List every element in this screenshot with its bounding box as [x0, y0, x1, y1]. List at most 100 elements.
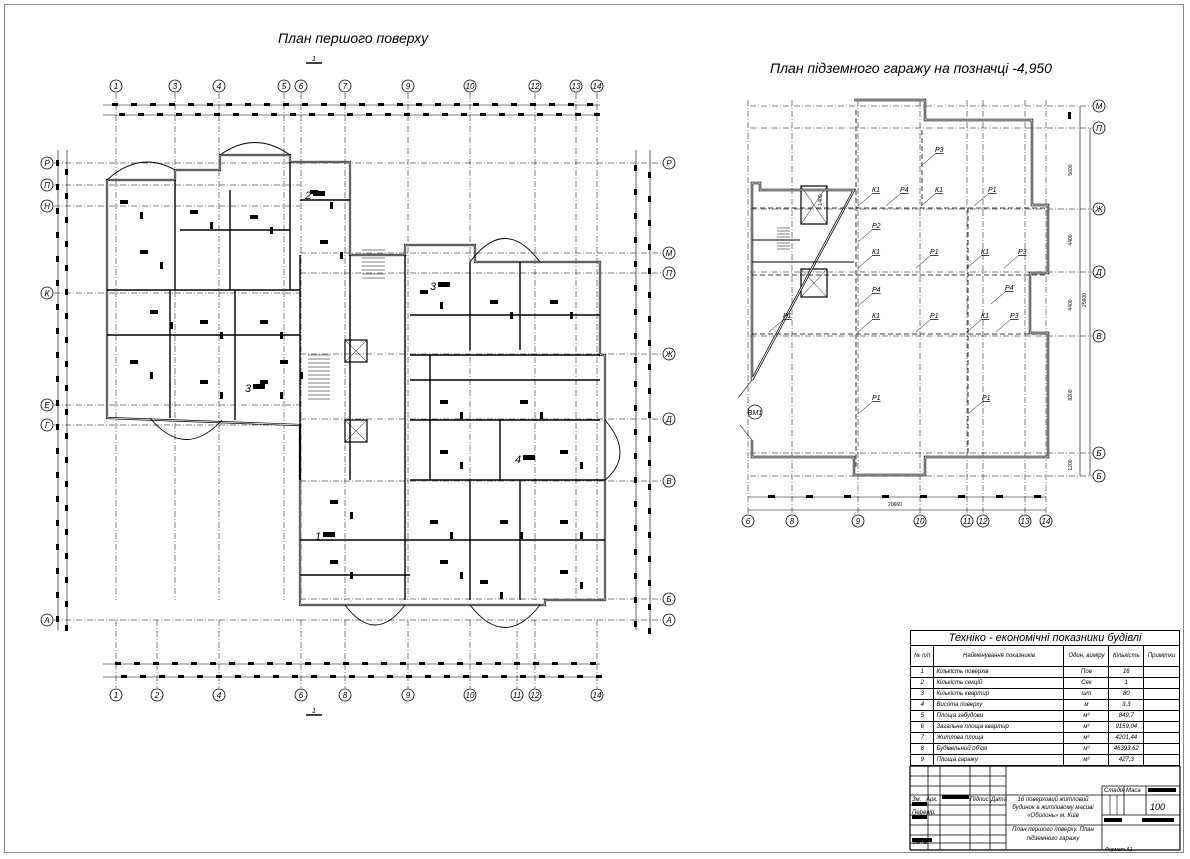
dimension-mark [634, 477, 637, 483]
label-leader [915, 255, 931, 269]
room-number: 2 [304, 190, 311, 202]
dimension-mark [560, 520, 568, 524]
dimension-mark [560, 570, 568, 574]
garage-right-axis-bubble [1092, 121, 1106, 135]
garage-bottom-axis-label: 6 [746, 517, 751, 526]
dimension-mark [260, 380, 268, 384]
garage-title: План підземного гаражу на позначці -4,95… [770, 60, 1052, 76]
dimension-mark [65, 385, 68, 391]
dimension-mark [435, 103, 441, 106]
dimension-mark [648, 220, 651, 226]
label-leader [995, 319, 1011, 333]
dimension-mark [56, 184, 59, 190]
dimension-mark [229, 662, 235, 665]
dimension-mark [200, 380, 208, 384]
dimension-mark [482, 675, 488, 678]
dimension-mark [343, 662, 349, 665]
dimension-mark [153, 662, 159, 665]
dimension-mark [476, 662, 482, 665]
dimension-mark [120, 200, 128, 204]
structural-label: Р3 [935, 147, 944, 154]
dimension-mark [56, 160, 59, 166]
left-axis-label: К [45, 289, 51, 298]
garage-right-axis-label: В [1096, 332, 1102, 341]
garage-bottom-axis-label: 10 [916, 517, 925, 526]
dimension-mark [248, 662, 254, 665]
dimension-mark [330, 202, 333, 209]
left-axis-bubble [40, 398, 54, 412]
garage-bottom-axis-bubble [851, 514, 865, 528]
bottom-axis-bubble [590, 688, 604, 702]
dimension-mark [273, 675, 279, 678]
bottom-axis-bubble [109, 688, 123, 702]
redacted-signature [912, 838, 932, 842]
dimension-mark [511, 103, 517, 106]
garage-bottom-axis-bubble [1018, 514, 1032, 528]
dimension-mark [320, 240, 328, 244]
dimension-mark [1068, 112, 1071, 119]
dimension-mark [366, 113, 372, 116]
dimension-mark [56, 472, 59, 478]
dimension-mark [533, 662, 539, 665]
garage-right-axis-label: Д [1095, 268, 1102, 277]
dimension-mark [552, 662, 558, 665]
dimension-mark [648, 412, 651, 418]
dimension-mark [56, 208, 59, 214]
dimension-mark [648, 628, 651, 634]
dimension-mark [131, 103, 137, 106]
dimension-mark [806, 495, 813, 498]
dimension-mark [425, 675, 431, 678]
dimension-mark [648, 244, 651, 250]
dimension-mark [577, 675, 583, 678]
dimension-mark [495, 662, 501, 665]
top-axis-bubble [277, 79, 291, 93]
dimension-mark [176, 113, 182, 116]
balcony [344, 604, 406, 626]
garage-right-axis-label: Б [1096, 472, 1101, 481]
dimension-mark [56, 616, 59, 622]
dimension-mark [340, 103, 346, 106]
room-area-tag [323, 532, 335, 537]
dimension-mark [138, 113, 144, 116]
exterior-wall-inner [106, 154, 606, 606]
dimension-mark [56, 328, 59, 334]
dimension-mark [440, 302, 443, 309]
dimension-mark [178, 675, 184, 678]
label-leader [857, 255, 873, 269]
dimension-mark [580, 462, 583, 469]
right-axis-bubble [662, 613, 676, 627]
bottom-axis-label: 6 [299, 691, 304, 700]
right-axis-label: Р [666, 159, 672, 168]
garage-bottom-axis-label: 12 [979, 517, 988, 526]
redacted-signature [942, 795, 969, 799]
dimension-mark [648, 196, 651, 202]
dimension-mark [150, 372, 153, 379]
dimension-mark [580, 582, 583, 589]
dimension-mark [480, 580, 488, 584]
dimension-mark [634, 261, 637, 267]
dimension-mark [570, 312, 573, 319]
right-axis-bubble [662, 347, 676, 361]
structural-label: Р4 [900, 187, 909, 194]
dimension-mark [347, 113, 353, 116]
dimension-mark [648, 484, 651, 490]
dimension-mark [65, 265, 68, 271]
dimension-mark [400, 662, 406, 665]
dimension-mark [56, 400, 59, 406]
first-floor-title: План першого поверху [278, 30, 429, 46]
dimension-mark [170, 322, 173, 329]
dimension-mark [882, 495, 889, 498]
dimension-mark [250, 215, 258, 219]
garage-bottom-axis-label: 14 [1042, 517, 1051, 526]
dimension-mark [558, 675, 564, 678]
dimension-mark [324, 662, 330, 665]
dimension-mark [349, 675, 355, 678]
dimension-mark [134, 662, 140, 665]
redacted-signature [1104, 818, 1122, 822]
dimension-mark [634, 189, 637, 195]
top-axis-bubble [569, 79, 583, 93]
right-axis-bubble [662, 156, 676, 170]
top-axis-bubble [168, 79, 182, 93]
bottom-axis-bubble [294, 688, 308, 702]
